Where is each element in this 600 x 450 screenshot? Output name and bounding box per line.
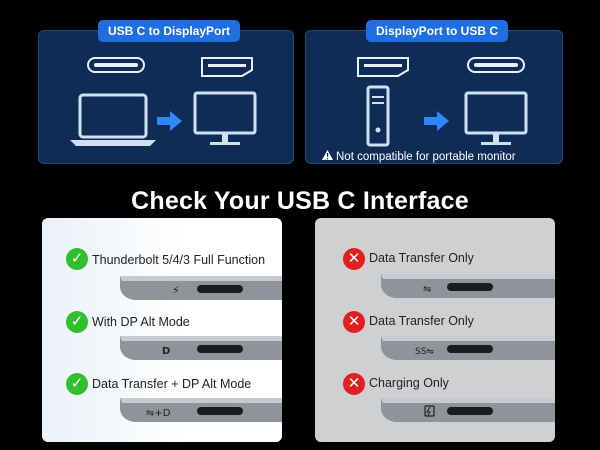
laptop-edge: ⚡ (120, 276, 282, 300)
arrow-right-icon (424, 111, 449, 131)
check-icon: ✓ (66, 311, 88, 333)
check-icon: ✓ (66, 248, 88, 270)
compatible-card: ⚡ D ⇋+D ✓ Thunderbolt 5/4/3 Full Functio… (42, 218, 282, 442)
compatible-label: With DP Alt Mode (92, 315, 190, 329)
arrow-right-icon (157, 111, 182, 131)
displayport-icon: D (162, 346, 170, 357)
incompatible-laptops: ⇋ SS⇋ (381, 274, 555, 422)
usbc-port-icon (87, 57, 145, 73)
usb-plus-dp-icon: ⇋+D (146, 408, 171, 419)
laptop-edge: ⇋ (381, 274, 555, 298)
desktop-tower-icon (366, 85, 390, 147)
dp-to-usbc-panel (305, 30, 563, 164)
laptop-edge: ⇋+D (120, 398, 282, 422)
monitor-icon (193, 91, 257, 145)
cross-icon: ✕ (343, 248, 365, 270)
page-title: Check Your USB C Interface (131, 187, 469, 215)
laptop-edge (381, 398, 555, 422)
displayport-port-icon (357, 57, 409, 77)
displayport-port-icon (201, 57, 253, 77)
cross-icon: ✕ (343, 373, 365, 395)
compatibility-warning: Not compatible for portable monitor (322, 150, 562, 163)
laptop-icon (70, 93, 156, 146)
usb-icon: ⇋ (423, 284, 431, 295)
incompatible-label: Data Transfer Only (369, 251, 474, 265)
incompatible-label: Data Transfer Only (369, 314, 474, 328)
monitor-icon (464, 91, 528, 145)
warning-icon (322, 150, 333, 163)
laptop-edge: SS⇋ (381, 336, 555, 360)
compatible-laptops: ⚡ D ⇋+D (120, 276, 282, 422)
battery-icon (424, 405, 435, 417)
laptop-edge: D (120, 336, 282, 360)
incompatible-card: ⇋ SS⇋ ✕ Data Transfer Only ✕ Data Transf… (315, 218, 555, 442)
top-illustrations (70, 57, 528, 147)
usbc-to-dp-title: USB C to DisplayPort (98, 20, 241, 42)
check-icon: ✓ (66, 373, 88, 395)
usbc-port-icon (467, 57, 525, 73)
cross-icon: ✕ (343, 311, 365, 333)
incompatible-label: Charging Only (369, 376, 449, 390)
dp-to-usbc-title: DisplayPort to USB C (366, 20, 509, 42)
ss-usb-icon: SS⇋ (415, 347, 434, 357)
compatible-label: Data Transfer + DP Alt Mode (92, 377, 252, 391)
warning-text: Not compatible for portable monitor (336, 151, 516, 163)
thunderbolt-icon: ⚡ (172, 284, 180, 297)
compatible-label: Thunderbolt 5/4/3 Full Function (92, 253, 266, 267)
